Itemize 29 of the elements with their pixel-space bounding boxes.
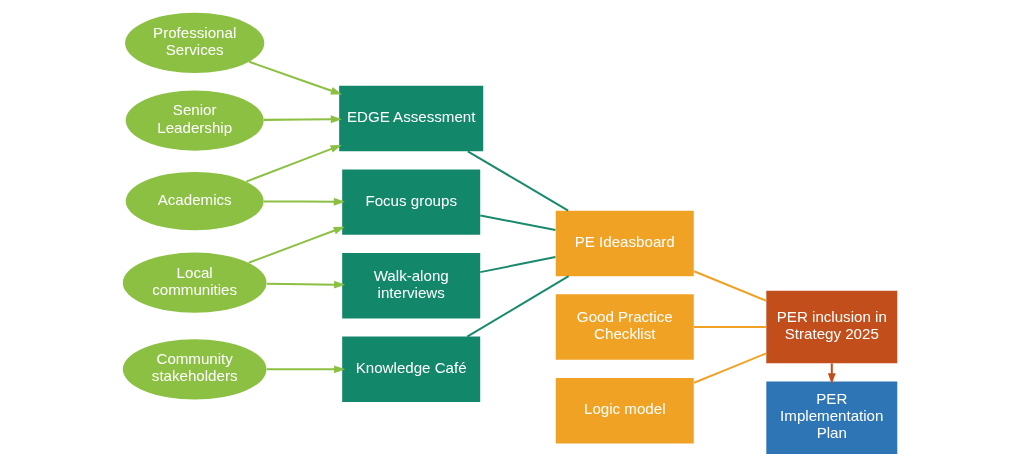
connector xyxy=(480,213,556,231)
connector xyxy=(693,351,767,384)
node-box: Logic model xyxy=(555,377,694,443)
arrow xyxy=(266,280,346,289)
connector xyxy=(694,325,767,328)
node-ellipse: Professional Services xyxy=(125,12,265,73)
arrow xyxy=(248,60,342,94)
connector xyxy=(466,274,570,337)
arrow xyxy=(245,144,342,183)
node-box: PER inclusion in Strategy 2025 xyxy=(766,290,898,363)
node-box: Walk-along interviews xyxy=(342,252,481,318)
node-box: Good Practice Checklist xyxy=(555,293,694,360)
connector xyxy=(480,255,556,273)
node-ellipse: Academics xyxy=(125,171,264,230)
node-ellipse: Community stakeholders xyxy=(122,338,267,399)
arrow xyxy=(827,362,836,384)
connector xyxy=(467,149,569,211)
node-box: Knowledge Café xyxy=(342,336,481,402)
node-box: PER Implementation Plan xyxy=(766,380,898,454)
node-box: PE Ideasboard xyxy=(555,210,694,276)
node-box: EDGE Assessment xyxy=(339,85,484,151)
node-box: Focus groups xyxy=(342,168,481,235)
arrow xyxy=(248,226,345,264)
arrow xyxy=(266,364,346,373)
node-ellipse: Senior Leadership xyxy=(125,89,264,151)
node-ellipse: Local communities xyxy=(122,252,267,313)
arrow xyxy=(263,197,345,206)
arrow xyxy=(263,114,342,123)
connector xyxy=(693,269,767,302)
